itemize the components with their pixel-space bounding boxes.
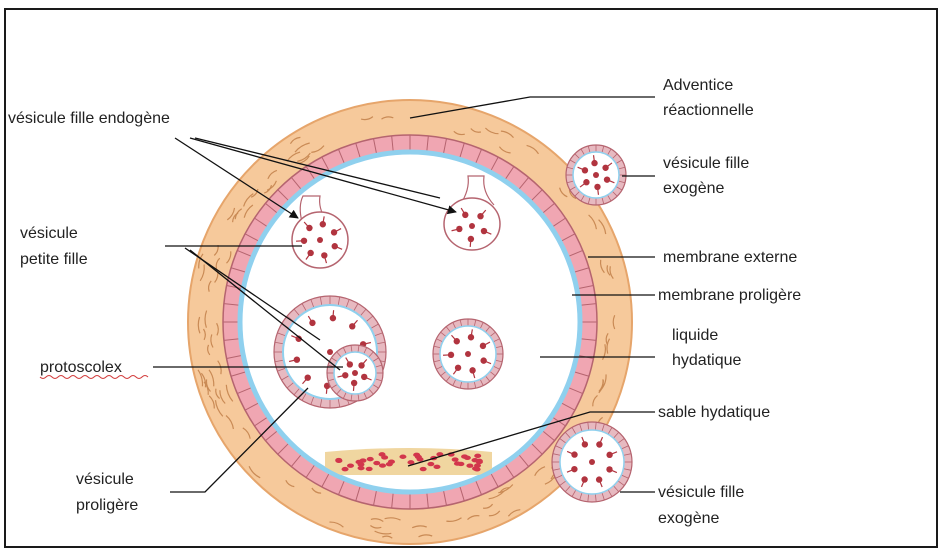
sable-hydatique <box>325 448 492 475</box>
label-exogene-bottom-1: vésicule fille <box>658 484 744 501</box>
vesicule-exogene-top <box>566 145 626 205</box>
label-petite-2: petite fille <box>20 251 88 268</box>
label-membrane-externe: membrane externe <box>663 249 797 266</box>
label-proligere-1: vésicule <box>76 471 134 488</box>
label-exogene-top-1: vésicule fille <box>663 155 749 172</box>
label-proligere-2: proligère <box>76 497 138 514</box>
vesicule-centrale <box>433 319 503 389</box>
label-liquide-1: liquide <box>672 327 718 344</box>
label-exogene-bottom-2: exogène <box>658 510 719 527</box>
vesicule-exogene-bottom <box>552 422 632 502</box>
label-adventice-2: réactionnelle <box>663 102 754 119</box>
label-membrane-proligere: membrane proligère <box>658 287 801 304</box>
label-liquide-2: hydatique <box>672 352 741 369</box>
vesicule-petite-fille-group <box>274 296 386 408</box>
label-petite-1: vésicule <box>20 225 78 242</box>
label-sable: sable hydatique <box>658 404 770 421</box>
label-adventice-1: Adventice <box>663 77 733 94</box>
label-exogene-top-2: exogène <box>663 180 724 197</box>
label-protoscolex: protoscolex <box>40 359 122 376</box>
label-endogene: vésicule fille endogène <box>8 110 170 127</box>
